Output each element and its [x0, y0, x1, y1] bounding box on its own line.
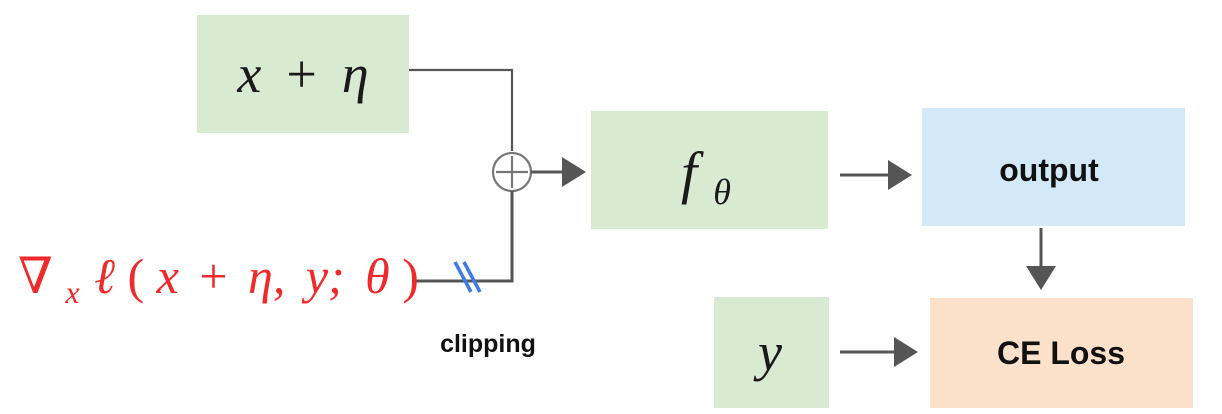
- grad-arg-eta: η,: [248, 248, 285, 304]
- clipping-marks-icon: [453, 261, 482, 293]
- label-var: y: [753, 322, 782, 382]
- grad-arg-theta: θ: [365, 248, 390, 304]
- model-node: f θ: [591, 111, 828, 229]
- grad-arg-plus: +: [199, 248, 227, 304]
- noise-var: η: [342, 44, 369, 104]
- label-node: y: [714, 297, 829, 408]
- close-paren: ): [402, 248, 419, 304]
- loss-node: CE Loss: [930, 298, 1193, 408]
- grad-arg-y: y;: [301, 248, 345, 304]
- perturbed-input-node: x + η: [197, 15, 409, 133]
- output-label: output: [999, 152, 1099, 188]
- grad-arg-x: x: [156, 248, 179, 304]
- model-param: θ: [713, 172, 731, 212]
- loss-label: CE Loss: [997, 335, 1125, 371]
- input-wire: [409, 68, 514, 151]
- clipping-label: clipping: [440, 330, 536, 358]
- output-node: output: [922, 108, 1185, 226]
- output-box: [922, 108, 1185, 226]
- sum-node: [491, 151, 533, 193]
- nabla-symbol: ∇: [18, 248, 53, 304]
- open-paren: (: [127, 248, 144, 304]
- svg-text:f θ: f θ: [681, 140, 731, 212]
- svg-text:x + η: x + η: [236, 44, 368, 104]
- gradient-expression: ∇ x ℓ ( x + η, y; θ ): [18, 248, 419, 314]
- label-box: [714, 297, 829, 408]
- perturbed-input-box: [197, 15, 409, 133]
- input-var: x: [236, 44, 261, 104]
- plus-operator: +: [286, 44, 316, 104]
- model-func: f: [681, 140, 704, 205]
- gradient-subscript: x: [64, 274, 79, 310]
- loss-box: [930, 298, 1193, 408]
- model-box: [591, 111, 828, 229]
- loss-fn-symbol: ℓ: [94, 248, 115, 304]
- gradient-wire: [412, 191, 514, 283]
